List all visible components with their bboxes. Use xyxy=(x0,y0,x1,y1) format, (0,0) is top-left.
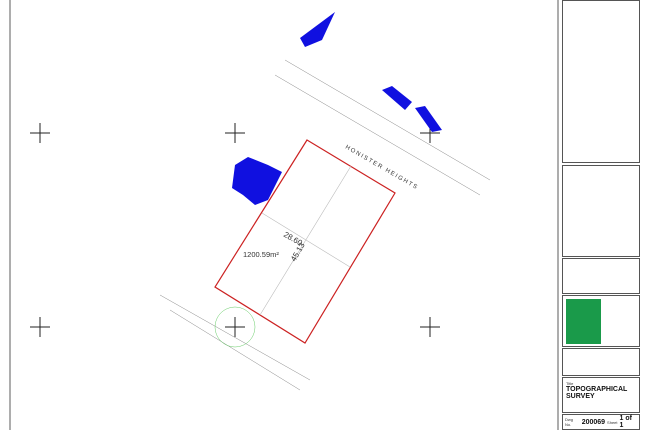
drawing-no-label: Dwg No. xyxy=(565,417,574,427)
tree-canopy xyxy=(214,306,256,348)
drawing-frame xyxy=(9,0,559,430)
title-label: Title xyxy=(566,381,574,386)
sheet-number: 1 of 1 xyxy=(619,415,632,429)
title-block: Title TOPOGRAPHICAL SURVEY xyxy=(562,377,640,413)
plot-boundary xyxy=(214,139,396,344)
drawing-number-block: Dwg No. 200069 Sheet 1 of 1 xyxy=(562,414,640,430)
length-dimension: 45.13 xyxy=(289,241,307,263)
sheet-label: Sheet xyxy=(607,419,618,425)
revisions-table xyxy=(562,258,640,294)
client-block xyxy=(562,348,640,376)
company-block xyxy=(562,295,640,347)
plot-area: 1200.59m² xyxy=(243,250,279,259)
grid-crosses xyxy=(30,123,440,337)
drawing-no: 200069 xyxy=(581,418,606,426)
road-lines xyxy=(159,59,491,391)
drawing-title: TOPOGRAPHICAL SURVEY xyxy=(566,386,628,400)
dimension-lines xyxy=(259,165,352,316)
notes-panel xyxy=(562,165,640,257)
buildings xyxy=(232,12,442,205)
company-logo xyxy=(566,299,601,344)
legend-panel xyxy=(562,0,640,163)
